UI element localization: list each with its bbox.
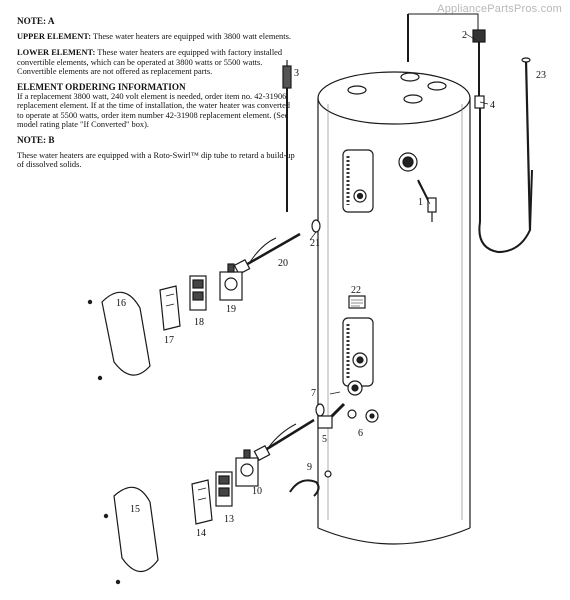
tank-body	[317, 71, 471, 545]
note-a-heading: NOTE: A	[17, 16, 55, 26]
callout-18: 18	[194, 317, 204, 328]
lower-thermostat-part	[235, 449, 259, 487]
lower-access-opening	[342, 317, 374, 387]
callout-17: 17	[164, 335, 174, 346]
lower-element-text: These water heaters are equipped with fa…	[17, 48, 283, 76]
callout-20: 20	[278, 258, 288, 269]
notes-block: NOTE: A UPPER ELEMENT: These water heate…	[17, 16, 295, 177]
relief-valve-part	[398, 152, 437, 222]
callout-23: 23	[536, 70, 546, 81]
upper-thermostat-part	[219, 263, 243, 301]
callout-16: 16	[116, 298, 126, 309]
upper-element-label: UPPER ELEMENT:	[17, 32, 92, 42]
upper-insulation-part	[159, 285, 181, 331]
rating-plate	[348, 295, 366, 309]
callout-1: 1	[418, 197, 423, 208]
callout-5: 5	[322, 434, 327, 445]
callout-3: 3	[294, 68, 299, 79]
note-b-heading: NOTE: B	[17, 135, 55, 146]
callout-9: 9	[307, 462, 312, 473]
callout-labels: 1 2 3 4 5 6 7 9 10 13 14 15 16 17 18 19 …	[116, 30, 546, 539]
callout-21: 21	[310, 238, 320, 249]
lower-access-cover-part	[103, 486, 159, 585]
callout-22: 22	[351, 285, 361, 296]
lower-high-limit-part	[215, 471, 233, 507]
callout-19: 19	[226, 304, 236, 315]
watermark: AppliancePartsPros.com	[437, 3, 562, 15]
leader-lines	[309, 33, 489, 395]
ordering-heading: ELEMENT ORDERING INFORMATION	[17, 82, 186, 93]
callout-14: 14	[196, 528, 206, 539]
callout-7: 7	[311, 388, 316, 399]
callout-6: 6	[358, 428, 363, 439]
lower-element-part	[253, 403, 325, 462]
callout-15: 15	[130, 504, 140, 515]
upper-high-limit-part	[189, 275, 207, 311]
upper-element-text: These water heaters are equipped with 38…	[93, 32, 291, 42]
callout-13: 13	[224, 514, 234, 525]
lower-element-label: LOWER ELEMENT:	[17, 48, 96, 58]
callout-2: 2	[462, 30, 467, 41]
bracket-part	[289, 470, 332, 497]
note-b-text: These water heaters are equipped with a …	[17, 151, 295, 170]
dip-tube-23-part	[521, 57, 532, 231]
drain-valve-part	[317, 402, 379, 429]
callout-4: 4	[490, 100, 495, 111]
upper-element-note: UPPER ELEMENT: These water heaters are e…	[17, 32, 295, 41]
lower-insulation-part	[191, 479, 213, 525]
lower-element-note: LOWER ELEMENT: These water heaters are e…	[17, 48, 295, 76]
upper-access-cover-part	[87, 291, 151, 381]
anode-rod-part	[282, 60, 292, 212]
upper-element-part	[233, 219, 321, 276]
callout-10: 10	[252, 486, 262, 497]
ordering-text: If a replacement 3800 watt, 240 volt ele…	[17, 92, 290, 129]
dip-tube-part	[407, 13, 533, 254]
upper-access-opening	[342, 149, 374, 213]
